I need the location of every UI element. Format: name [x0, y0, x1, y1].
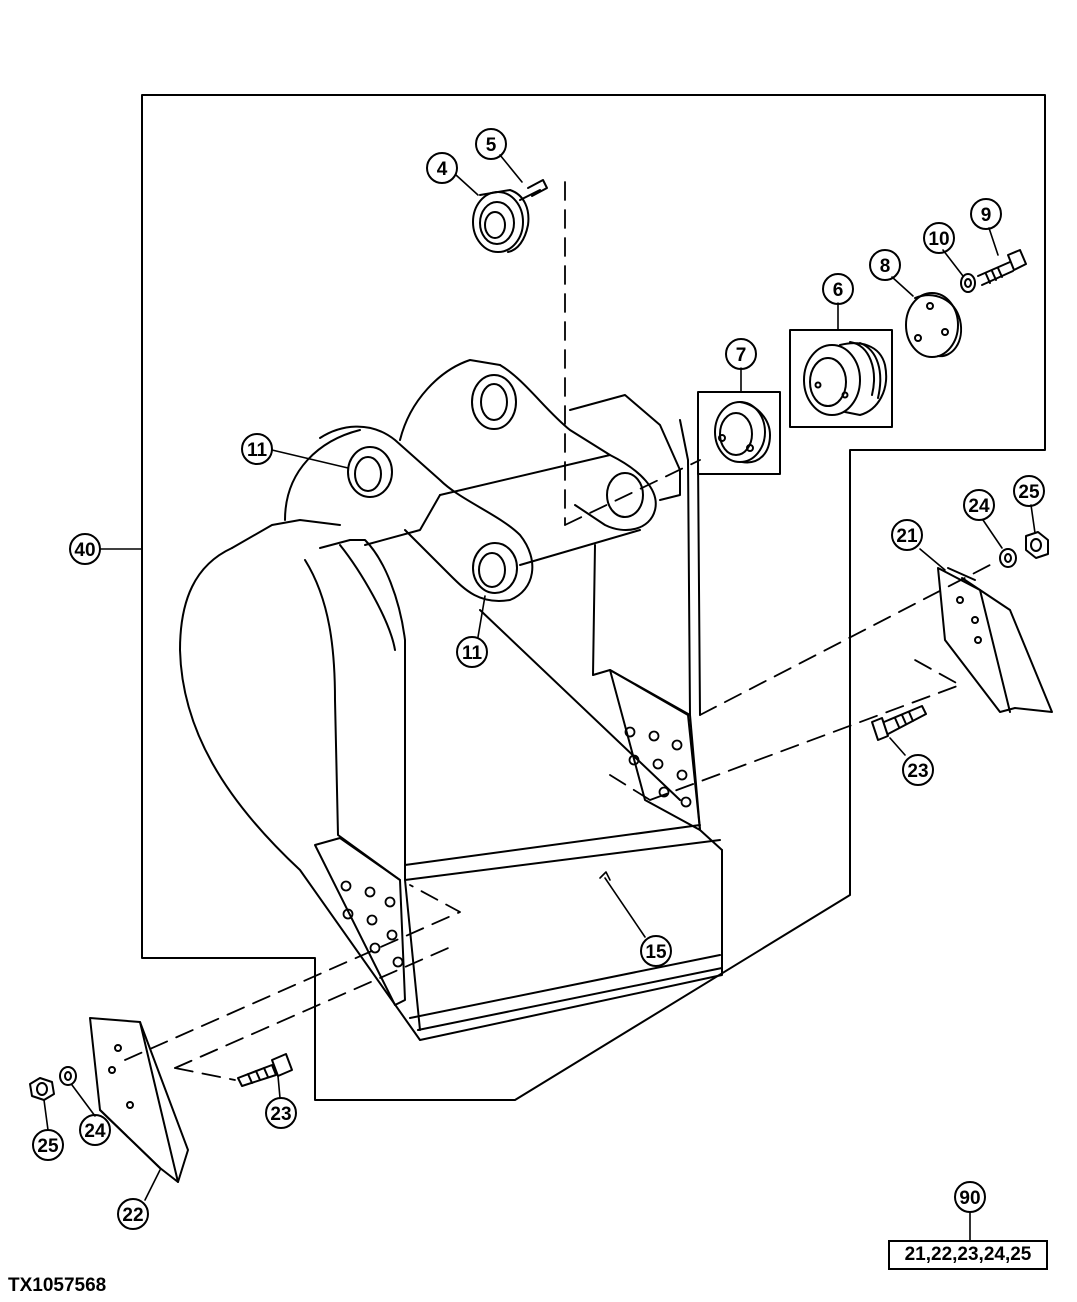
callout-6: 6 [822, 273, 854, 305]
part-23-bolt-right [871, 705, 927, 741]
callout-21: 21 [891, 519, 923, 551]
boss-hole-right [606, 472, 644, 518]
callout-90: 90 [954, 1181, 986, 1213]
part-9-capscrew [977, 249, 1027, 286]
callout-11-lower: 11 [456, 636, 488, 668]
part-21-side-cutter [937, 567, 1053, 713]
callout-23-left: 23 [265, 1097, 297, 1129]
callout-4-label: 4 [437, 159, 448, 180]
part-6-box [789, 329, 893, 428]
callout-23-right-label: 23 [907, 761, 928, 782]
callout-15: 15 [640, 935, 672, 967]
callout-11-upper-label: 11 [247, 440, 268, 461]
bucket-body [179, 359, 723, 1041]
callout-6-label: 6 [833, 280, 844, 301]
callout-10-label: 10 [928, 229, 949, 250]
callout-9: 9 [970, 198, 1002, 230]
callout-25-right-label: 25 [1018, 482, 1040, 503]
mounting-bracket [319, 364, 681, 602]
part-5-fitting [519, 179, 548, 201]
part-25-nut-left [29, 1077, 55, 1101]
part-22-side-cutter [89, 1017, 189, 1183]
right-side-bolt-holes [624, 726, 692, 808]
boss-hole-center [472, 542, 518, 594]
callout-25-right: 25 [1013, 475, 1045, 507]
boss-hole-upper [471, 374, 517, 430]
callout-40-label: 40 [74, 540, 95, 561]
callout-5-label: 5 [486, 135, 497, 156]
callout-24-left-label: 24 [84, 1121, 106, 1142]
callout-23-right: 23 [902, 754, 934, 786]
callout-90-label: 90 [959, 1188, 980, 1209]
callout-21-label: 21 [896, 526, 918, 547]
callout-25-left: 25 [32, 1129, 64, 1161]
part-6-bushing [803, 341, 888, 416]
callout-24-right-label: 24 [968, 496, 990, 517]
callout-8: 8 [869, 249, 901, 281]
callout-25-left-label: 25 [37, 1136, 59, 1157]
callout-7: 7 [725, 338, 757, 370]
callout-11-lower-label: 11 [462, 643, 483, 664]
callout-23-left-label: 23 [270, 1104, 291, 1125]
callout-4: 4 [426, 152, 458, 184]
part-24-washer-left [59, 1066, 77, 1086]
part-24-washer-right [999, 548, 1017, 568]
part-10-washer [960, 273, 976, 293]
callout-5: 5 [475, 128, 507, 160]
callout-7-label: 7 [736, 345, 747, 366]
part-25-nut-right [1025, 531, 1049, 559]
boss-hole-left [347, 446, 393, 498]
callout-22: 22 [117, 1198, 149, 1230]
callout-22-label: 22 [122, 1205, 143, 1226]
alignment-lines [124, 181, 991, 1081]
callout-10: 10 [923, 222, 955, 254]
left-side-bolt-holes [340, 880, 404, 968]
part-7-box [697, 391, 781, 475]
callout-15-label: 15 [645, 942, 667, 963]
kit-contents-box: 21,22,23,24,25 [888, 1240, 1048, 1270]
callout-8-label: 8 [880, 256, 891, 277]
part-7-bushing [714, 401, 771, 464]
callout-24-left: 24 [79, 1114, 111, 1146]
leader-lines [43, 154, 1036, 1241]
part-8-plate [905, 292, 963, 358]
callout-11-upper: 11 [241, 433, 273, 465]
figure-id: TX1057568 [8, 1275, 107, 1296]
assembly-boundary [141, 94, 1046, 1101]
callout-24-right: 24 [963, 489, 995, 521]
part-23-bolt-left [237, 1053, 293, 1087]
part-4-cap [472, 189, 530, 253]
callout-9-label: 9 [981, 205, 992, 226]
callout-40: 40 [69, 533, 101, 565]
